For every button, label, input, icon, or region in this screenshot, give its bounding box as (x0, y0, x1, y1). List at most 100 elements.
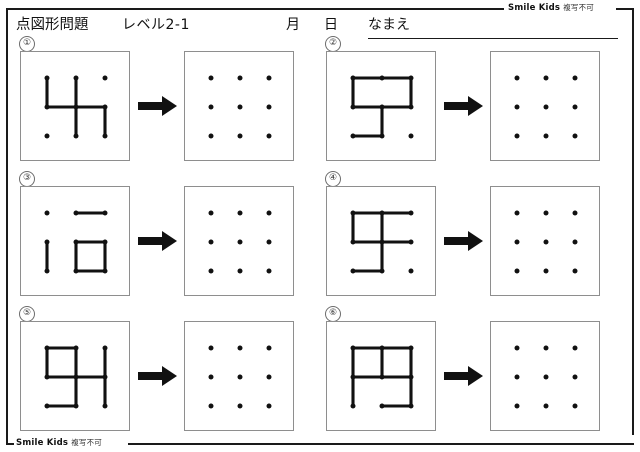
grid-dot[interactable] (73, 403, 79, 409)
grid-dot[interactable] (102, 75, 108, 81)
grid-dot[interactable] (350, 403, 356, 409)
grid-dot[interactable] (73, 133, 79, 139)
grid-dot[interactable] (102, 403, 108, 409)
grid-dot[interactable] (102, 133, 108, 139)
grid-dot[interactable] (350, 239, 356, 245)
grid-dot[interactable] (379, 104, 385, 110)
grid-dot[interactable] (379, 374, 385, 380)
grid-dot[interactable] (73, 210, 79, 216)
grid-dot[interactable] (543, 133, 549, 139)
grid-dot[interactable] (379, 75, 385, 81)
grid-dot[interactable] (514, 239, 520, 245)
answer-figure-panel[interactable] (184, 51, 294, 161)
grid-dot[interactable] (237, 268, 243, 274)
grid-dot[interactable] (379, 133, 385, 139)
grid-dot[interactable] (379, 403, 385, 409)
grid-dot[interactable] (102, 104, 108, 110)
grid-dot[interactable] (408, 374, 414, 380)
grid-dot[interactable] (350, 374, 356, 380)
grid-dot[interactable] (102, 374, 108, 380)
grid-dot[interactable] (237, 239, 243, 245)
grid-dot[interactable] (350, 268, 356, 274)
grid-dot[interactable] (266, 403, 272, 409)
grid-dot[interactable] (543, 75, 549, 81)
grid-dot[interactable] (350, 210, 356, 216)
grid-dot[interactable] (44, 133, 50, 139)
grid-dot[interactable] (572, 75, 578, 81)
grid-dot[interactable] (237, 403, 243, 409)
name-write-line[interactable] (368, 38, 618, 39)
answer-figure-panel[interactable] (490, 51, 600, 161)
grid-dot[interactable] (543, 345, 549, 351)
grid-dot[interactable] (408, 104, 414, 110)
grid-dot[interactable] (514, 133, 520, 139)
grid-dot[interactable] (543, 210, 549, 216)
answer-figure-panel[interactable] (184, 321, 294, 431)
grid-dot[interactable] (44, 374, 50, 380)
grid-dot[interactable] (543, 403, 549, 409)
grid-dot[interactable] (514, 210, 520, 216)
grid-dot[interactable] (44, 75, 50, 81)
grid-dot[interactable] (572, 210, 578, 216)
grid-dot[interactable] (237, 210, 243, 216)
grid-dot[interactable] (44, 268, 50, 274)
grid-dot[interactable] (514, 345, 520, 351)
grid-dot[interactable] (266, 345, 272, 351)
grid-dot[interactable] (73, 268, 79, 274)
grid-dot[interactable] (408, 268, 414, 274)
grid-dot[interactable] (572, 403, 578, 409)
grid-dot[interactable] (408, 210, 414, 216)
grid-dot[interactable] (102, 345, 108, 351)
grid-dot[interactable] (208, 239, 214, 245)
grid-dot[interactable] (266, 239, 272, 245)
grid-dot[interactable] (44, 210, 50, 216)
grid-dot[interactable] (266, 75, 272, 81)
grid-dot[interactable] (73, 104, 79, 110)
grid-dot[interactable] (208, 268, 214, 274)
grid-dot[interactable] (73, 75, 79, 81)
answer-figure-panel[interactable] (490, 321, 600, 431)
grid-dot[interactable] (73, 374, 79, 380)
grid-dot[interactable] (350, 104, 356, 110)
grid-dot[interactable] (44, 345, 50, 351)
grid-dot[interactable] (266, 268, 272, 274)
answer-figure-panel[interactable] (490, 186, 600, 296)
grid-dot[interactable] (208, 75, 214, 81)
grid-dot[interactable] (514, 268, 520, 274)
grid-dot[interactable] (266, 374, 272, 380)
grid-dot[interactable] (350, 75, 356, 81)
grid-dot[interactable] (102, 268, 108, 274)
grid-dot[interactable] (543, 268, 549, 274)
grid-dot[interactable] (379, 345, 385, 351)
grid-dot[interactable] (44, 403, 50, 409)
grid-dot[interactable] (543, 239, 549, 245)
grid-dot[interactable] (572, 104, 578, 110)
grid-dot[interactable] (44, 239, 50, 245)
grid-dot[interactable] (408, 239, 414, 245)
grid-dot[interactable] (266, 133, 272, 139)
grid-dot[interactable] (208, 374, 214, 380)
grid-dot[interactable] (208, 104, 214, 110)
grid-dot[interactable] (572, 268, 578, 274)
grid-dot[interactable] (572, 345, 578, 351)
grid-dot[interactable] (350, 133, 356, 139)
grid-dot[interactable] (44, 104, 50, 110)
grid-dot[interactable] (102, 239, 108, 245)
grid-dot[interactable] (237, 345, 243, 351)
grid-dot[interactable] (237, 374, 243, 380)
grid-dot[interactable] (543, 104, 549, 110)
grid-dot[interactable] (572, 239, 578, 245)
grid-dot[interactable] (514, 374, 520, 380)
grid-dot[interactable] (73, 239, 79, 245)
grid-dot[interactable] (408, 345, 414, 351)
grid-dot[interactable] (208, 345, 214, 351)
grid-dot[interactable] (237, 104, 243, 110)
grid-dot[interactable] (572, 374, 578, 380)
grid-dot[interactable] (408, 403, 414, 409)
grid-dot[interactable] (208, 133, 214, 139)
grid-dot[interactable] (572, 133, 578, 139)
answer-figure-panel[interactable] (184, 186, 294, 296)
grid-dot[interactable] (237, 133, 243, 139)
grid-dot[interactable] (266, 210, 272, 216)
grid-dot[interactable] (514, 75, 520, 81)
